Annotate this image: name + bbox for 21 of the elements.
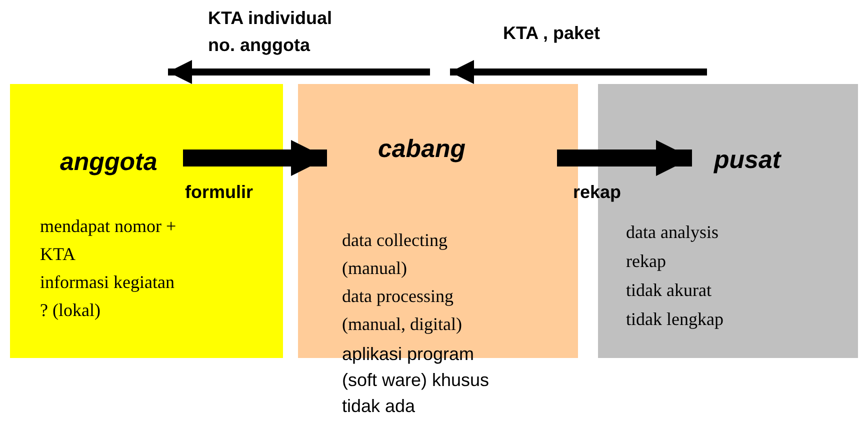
- box-text: tidak lengkap: [626, 308, 724, 331]
- edge-label: rekap: [573, 181, 622, 204]
- box-text: data collecting (manual): [342, 229, 448, 280]
- box-heading: pusat: [714, 145, 781, 175]
- edge-label: KTA , paket: [503, 22, 600, 45]
- edge-label: formulir: [185, 181, 254, 204]
- arrow: [168, 60, 430, 84]
- box-text: informasi kegiatan: [40, 271, 176, 294]
- box-text: data processing (manual, digital): [342, 285, 463, 336]
- box-heading: anggota: [60, 147, 158, 177]
- box-heading: cabang: [378, 134, 466, 164]
- box-text: rekap: [626, 250, 667, 273]
- box-text: tidak akurat: [626, 279, 712, 302]
- box-text: aplikasi program (soft ware) khusus tidak ada: [342, 343, 490, 418]
- box-text: data analysis: [626, 221, 720, 244]
- arrow: [557, 140, 692, 176]
- box-text: ? (lokal): [40, 299, 102, 322]
- edge-label: KTA individual no. anggota: [208, 7, 333, 57]
- process-box: [10, 84, 283, 358]
- arrow: [183, 140, 327, 176]
- arrow: [450, 60, 707, 84]
